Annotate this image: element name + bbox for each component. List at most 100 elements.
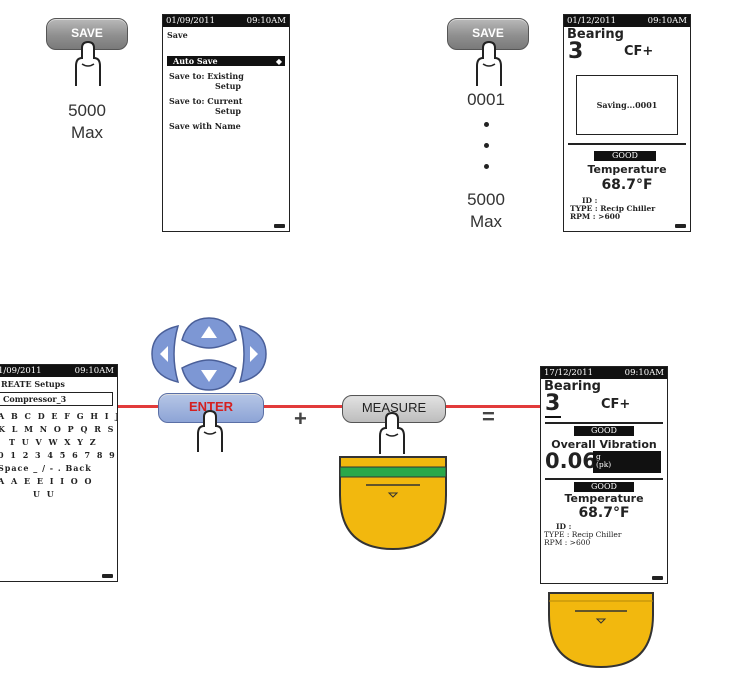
create-setup-screen: 1/09/2011 09:10AM REATE Setups Compresso… bbox=[0, 364, 118, 582]
saving-screen: 01/12/2011 09:10AM Bearing 3 CF+ Saving.… bbox=[563, 14, 691, 232]
save-limit-number: 5000 bbox=[68, 101, 106, 120]
screen-title: Bearing bbox=[567, 27, 624, 42]
measurement-screen: 17/12/2011 09:10AM Bearing 3 CF+ GOOD Ov… bbox=[540, 366, 668, 584]
nav-up-button[interactable] bbox=[181, 317, 237, 349]
battery-icon bbox=[102, 574, 113, 578]
menu-item-save-existing[interactable]: Save to: Existing Setup bbox=[163, 71, 289, 91]
temperature-label: Temperature bbox=[564, 492, 644, 505]
name-input-field[interactable]: Compressor_3 bbox=[0, 392, 113, 406]
keyboard-row[interactable]: A A E E I I O O bbox=[0, 476, 94, 486]
type-label: TYPE : Recip Chiller bbox=[570, 204, 656, 213]
finger-press-icon bbox=[75, 40, 101, 86]
menu-item-label: Auto Save bbox=[173, 56, 218, 66]
screen-date: 01/09/2011 bbox=[166, 16, 215, 26]
menu-item-label: Save with Name bbox=[169, 121, 241, 131]
status-badge: GOOD bbox=[574, 426, 634, 436]
finger-press-icon bbox=[476, 40, 502, 86]
enter-button-label: ENTER bbox=[188, 399, 234, 414]
nav-right-button[interactable] bbox=[238, 324, 267, 384]
save-menu-screen: 01/09/2011 09:10AM Save Auto Save ◆ Save… bbox=[162, 14, 290, 232]
divider bbox=[545, 422, 663, 424]
keyboard-row[interactable]: A B C D E F G H I J bbox=[0, 411, 118, 421]
status-badge: GOOD bbox=[594, 151, 656, 161]
screen-time: 09:10AM bbox=[647, 16, 687, 26]
vibration-value: 0.06 bbox=[545, 449, 597, 473]
nav-left-button[interactable] bbox=[151, 324, 180, 384]
setup-info: ID : TYPE : Recip Chiller RPM : >600 bbox=[570, 197, 655, 221]
id-label: ID : bbox=[582, 196, 598, 205]
vibration-unit-box: g (pk) bbox=[593, 451, 661, 473]
screen-header: 01/09/2011 09:10AM bbox=[163, 15, 289, 27]
ellipsis-dot bbox=[484, 143, 489, 148]
cf-indicator: CF+ bbox=[601, 397, 631, 412]
vibration-label: Overall Vibration bbox=[551, 438, 657, 451]
arrow-right-icon bbox=[250, 346, 258, 362]
arrow-down-icon bbox=[201, 370, 217, 382]
rpm-label: RPM : >600 bbox=[544, 538, 591, 547]
cf-indicator: CF+ bbox=[624, 44, 654, 59]
save-count-start: 0001 bbox=[467, 90, 505, 109]
save-limit-caption: 5000 Max bbox=[52, 100, 122, 144]
screen-title: REATE Setups bbox=[1, 379, 65, 389]
saving-dialog-text: Saving...0001 bbox=[596, 100, 658, 110]
save-limit-max: Max bbox=[70, 123, 104, 142]
screen-time: 09:10AM bbox=[74, 366, 114, 376]
arrow-left-icon bbox=[160, 346, 168, 362]
underline-mark bbox=[545, 416, 561, 418]
id-label: ID : bbox=[556, 522, 572, 531]
arrow-up-icon bbox=[201, 326, 217, 338]
vibration-row: 0.06 g (pk) bbox=[541, 449, 667, 475]
save-button-label: SAVE bbox=[71, 26, 103, 40]
ellipsis-dot bbox=[484, 164, 489, 169]
battery-icon bbox=[675, 224, 686, 228]
menu-item-label: Save to: Existing bbox=[169, 71, 244, 81]
menu-item-label: Save to: Current bbox=[169, 96, 243, 106]
status-badge-text: GOOD bbox=[591, 426, 617, 435]
status-badge: GOOD bbox=[574, 482, 634, 492]
connector-line bbox=[445, 405, 541, 408]
ellipsis-dot bbox=[484, 122, 489, 127]
status-badge-text: GOOD bbox=[591, 482, 617, 491]
measurement-row: 3 CF+ bbox=[541, 391, 667, 418]
screen-date: 1/09/2011 bbox=[0, 366, 42, 376]
screen-date: 17/12/2011 bbox=[544, 368, 593, 378]
saving-dialog: Saving...0001 bbox=[576, 75, 678, 135]
point-number: 3 bbox=[545, 391, 561, 416]
screen-title: Save bbox=[167, 30, 188, 40]
toggle-icon: ◆ bbox=[275, 56, 282, 66]
finger-press-icon bbox=[197, 409, 223, 452]
keyboard-row[interactable]: U U bbox=[33, 489, 56, 499]
screen-date: 01/12/2011 bbox=[567, 16, 616, 26]
screen-header: 17/12/2011 09:10AM bbox=[541, 367, 667, 379]
name-input-value: Compressor_3 bbox=[3, 394, 67, 404]
screen-header: 01/12/2011 09:10AM bbox=[564, 15, 690, 27]
keyboard-row[interactable]: Space _ / - . Back bbox=[0, 463, 92, 473]
divider bbox=[568, 143, 686, 145]
nav-down-button[interactable] bbox=[181, 359, 237, 391]
menu-item-save-current[interactable]: Save to: Current Setup bbox=[163, 96, 289, 116]
type-label: TYPE : Recip Chiller bbox=[544, 530, 622, 539]
status-badge-text: GOOD bbox=[612, 151, 638, 160]
vibration-unit-type: (pk) bbox=[596, 460, 612, 469]
keyboard-row[interactable]: T U V W X Y Z bbox=[9, 437, 98, 447]
plus-sign: + bbox=[294, 406, 307, 431]
menu-item-label-cont: Setup bbox=[215, 81, 241, 91]
screen-time: 09:10AM bbox=[624, 368, 664, 378]
keyboard-row[interactable]: 0 1 2 3 4 5 6 7 8 9 bbox=[0, 450, 117, 460]
nav-pad[interactable] bbox=[150, 316, 268, 392]
vibration-unit: g bbox=[596, 452, 601, 461]
battery-icon bbox=[652, 576, 663, 580]
save-count-end-number: 5000 bbox=[467, 190, 505, 209]
rpm-label: RPM : >600 bbox=[570, 212, 621, 221]
save-button-label: SAVE bbox=[472, 26, 504, 40]
connector-line bbox=[116, 405, 158, 408]
keyboard-row[interactable]: K L M N O P Q R S bbox=[0, 424, 116, 434]
menu-item-auto-save[interactable]: Auto Save ◆ bbox=[167, 56, 285, 66]
temperature-value: 68.7°F bbox=[601, 177, 653, 193]
save-count-end: 5000 Max bbox=[456, 189, 516, 233]
menu-item-save-with-name[interactable]: Save with Name bbox=[163, 121, 289, 131]
sensor-device-icon bbox=[339, 456, 447, 551]
point-number: 3 bbox=[568, 39, 584, 64]
equals-sign: = bbox=[482, 404, 495, 429]
temperature-value: 68.7°F bbox=[578, 505, 630, 521]
